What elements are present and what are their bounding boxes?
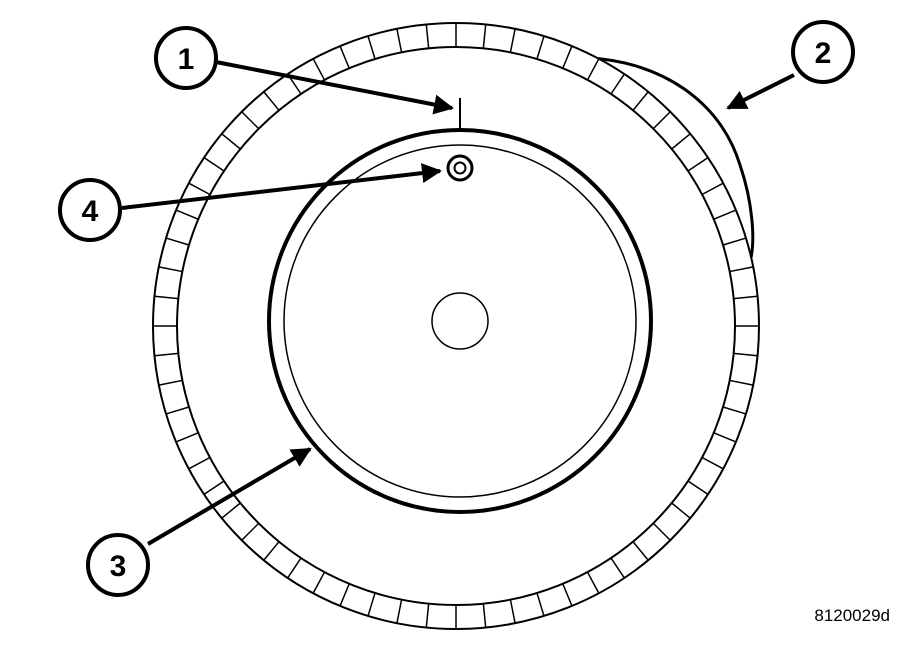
ring-tooth-divider xyxy=(733,295,758,300)
ring-tooth-divider xyxy=(687,157,709,172)
ring-tooth-divider xyxy=(652,111,671,130)
ring-tooth-divider xyxy=(536,592,545,617)
ring-tooth-divider xyxy=(733,352,758,357)
ring-tooth-divider xyxy=(425,24,430,49)
figure-id: 8120029d xyxy=(814,606,890,625)
ring-tooth-divider xyxy=(175,432,199,443)
ring-tooth-divider xyxy=(339,583,350,607)
ring-tooth-divider xyxy=(509,28,516,53)
ring-tooth-divider xyxy=(158,379,183,386)
callout-3-circle xyxy=(86,533,150,597)
leader-line-1 xyxy=(215,60,454,115)
leader-line-3 xyxy=(146,447,312,546)
ring-tooth-divider xyxy=(188,456,211,470)
ring-tooth-divider xyxy=(221,133,241,150)
ring-tooth-divider xyxy=(729,379,754,386)
ring-tooth-divider xyxy=(154,352,179,357)
ring-tooth-divider xyxy=(729,266,754,273)
ring-tooth-divider xyxy=(632,91,649,111)
ring-tooth-divider xyxy=(586,571,600,594)
dowel-pin-inner xyxy=(453,161,467,175)
ring-tooth-divider xyxy=(175,209,199,220)
ring-tooth-divider xyxy=(632,541,649,561)
ring-tooth-divider xyxy=(165,237,190,246)
callout-3: 3 xyxy=(86,533,150,597)
ring-tooth-divider xyxy=(221,502,241,519)
ring-tooth-divider xyxy=(536,35,545,60)
ring-tooth-divider xyxy=(722,406,747,415)
ring-tooth-divider xyxy=(722,237,747,246)
ring-tooth-divider xyxy=(701,456,724,470)
ring-tooth-divider xyxy=(339,45,350,69)
callout-4: 4 xyxy=(58,178,122,242)
leader-line-2 xyxy=(726,73,795,110)
ring-tooth-divider xyxy=(482,603,487,628)
ring-tooth-divider xyxy=(241,111,260,130)
ring-tooth-divider xyxy=(652,522,671,541)
ring-tooth-divider xyxy=(713,432,737,443)
ring-tooth-divider xyxy=(396,599,403,624)
center-hub xyxy=(431,292,489,350)
callout-4-label: 4 xyxy=(82,195,99,228)
callout-1-label: 1 xyxy=(178,43,195,76)
ring-tooth-divider xyxy=(671,502,691,519)
callout-1: 1 xyxy=(154,26,218,90)
ring-tooth-divider xyxy=(610,557,625,579)
inner-disc xyxy=(267,98,653,514)
ring-tooth-divider xyxy=(312,571,326,594)
ring-tooth-divider xyxy=(687,480,709,495)
ring-tooth-divider xyxy=(287,557,302,579)
ring-tooth-divider xyxy=(562,45,573,69)
ring-tooth-divider xyxy=(701,182,724,196)
ring-tooth-divider xyxy=(671,133,691,150)
leader-line-4 xyxy=(121,163,442,210)
ring-tooth-divider xyxy=(425,603,430,628)
ring-tooth-divider xyxy=(263,91,280,111)
callout-1-circle xyxy=(154,26,218,90)
ring-tooth-divider xyxy=(154,295,179,300)
ring-tooth-divider xyxy=(367,35,376,60)
callout-2-label: 2 xyxy=(815,37,832,70)
ring-tooth-divider xyxy=(241,522,260,541)
ring-tooth-divider xyxy=(562,583,573,607)
ring-tooth-divider xyxy=(586,58,600,81)
ring-tooth-divider xyxy=(188,182,211,196)
ring-tooth-divider xyxy=(509,599,516,624)
ring-tooth-divider xyxy=(165,406,190,415)
callout-4-circle xyxy=(58,178,122,242)
ring-tooth-divider xyxy=(713,209,737,220)
leader-lines xyxy=(121,60,795,546)
inner-disc-inner-edge xyxy=(283,144,637,498)
ring-tooth-divider xyxy=(482,24,487,49)
ring-tooth-divider xyxy=(263,541,280,561)
ring-tooth-divider xyxy=(158,266,183,273)
callout-3-label: 3 xyxy=(110,550,127,583)
ring-tooth-divider xyxy=(367,592,376,617)
ring-tooth-divider xyxy=(203,480,225,495)
ring-tooth-divider xyxy=(396,28,403,53)
ring-teeth xyxy=(153,23,759,629)
callout-2: 2 xyxy=(791,20,855,84)
ring-tooth-divider xyxy=(610,73,625,95)
ring-tooth-divider xyxy=(312,58,326,81)
callout-2-circle xyxy=(791,20,855,84)
ring-tooth-divider xyxy=(203,157,225,172)
